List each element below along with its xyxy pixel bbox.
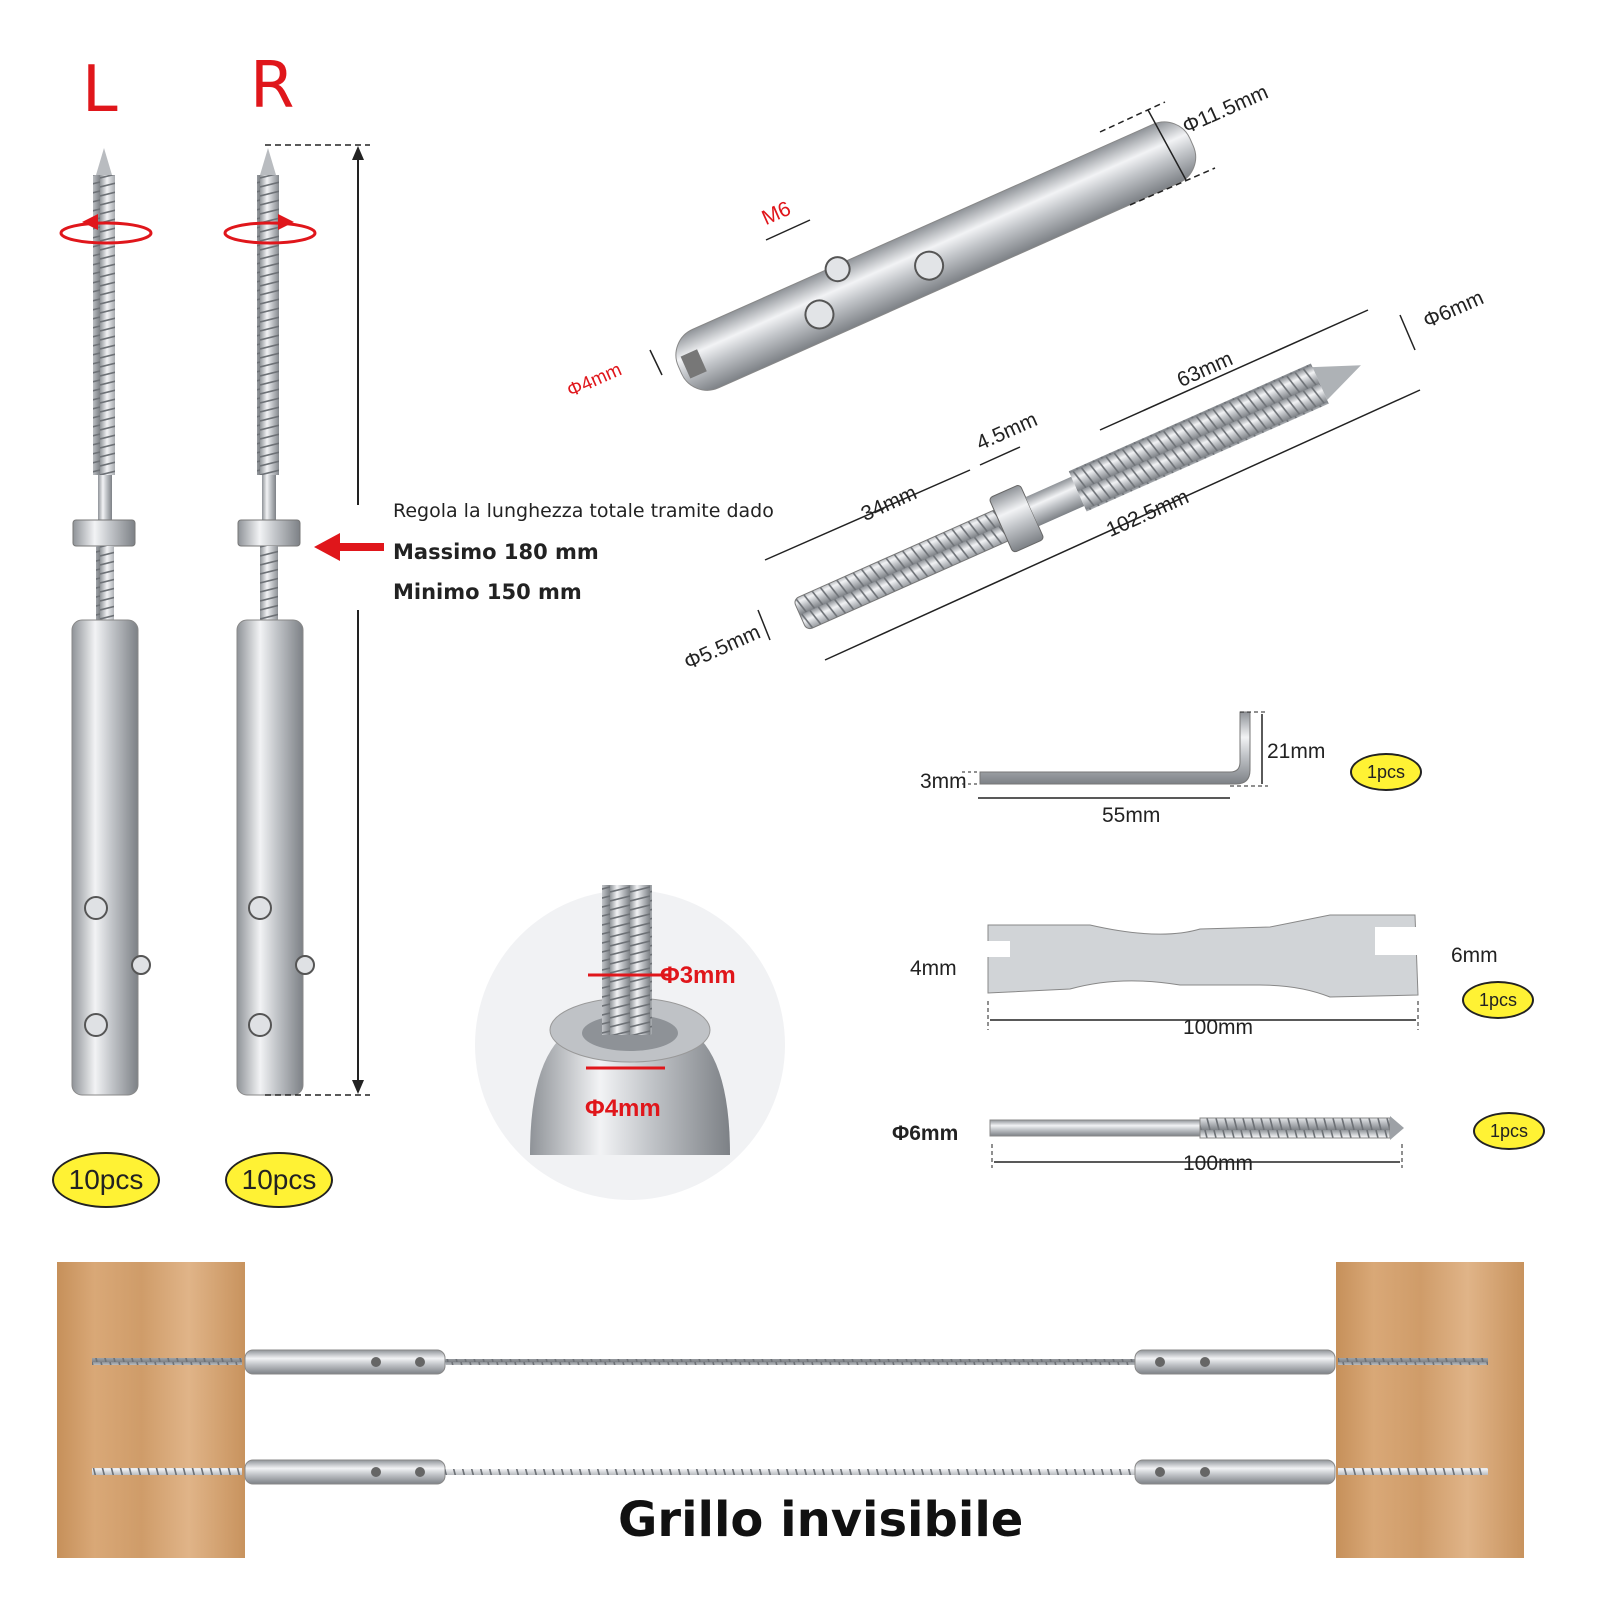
hex-key-quantity-badge: 1pcs <box>1350 753 1422 791</box>
left-label: L <box>82 53 118 127</box>
right-quantity-badge: 10pcs <box>225 1152 333 1208</box>
left-turnbuckle <box>59 148 153 1096</box>
bottom-title: Grillo invisibile <box>618 1492 1024 1548</box>
drill-diameter: Φ6mm <box>892 1122 959 1145</box>
upper-cable-assembly <box>92 1349 1488 1375</box>
barrel-illustration <box>649 101 1216 391</box>
wrench-slot-large: 6mm <box>1451 944 1498 967</box>
wrench-slot-small: 4mm <box>910 957 957 980</box>
lag-screw-illustration <box>757 309 1421 661</box>
hex-key-height: 21mm <box>1267 740 1326 763</box>
drill-quantity-badge: 1pcs <box>1473 1112 1545 1150</box>
hex-key-illustration <box>962 711 1268 799</box>
adjust-note-text: Regola la lunghezza totale tramite dado <box>393 500 774 522</box>
drill-length: 100mm <box>1183 1152 1254 1175</box>
wrench-quantity-badge: 1pcs <box>1462 981 1534 1019</box>
right-wood-post <box>1336 1262 1524 1558</box>
hex-key-length: 55mm <box>1102 804 1161 827</box>
wrench-length: 100mm <box>1183 1016 1254 1039</box>
right-turnbuckle <box>223 148 317 1096</box>
cable-detail-illustration <box>475 885 785 1200</box>
lower-cable-assembly <box>92 1459 1488 1485</box>
drill-bit-illustration <box>989 1116 1404 1168</box>
left-wood-post <box>57 1262 245 1558</box>
overall-length-dimension <box>265 144 370 1096</box>
right-label: R <box>250 49 295 123</box>
turnbuckle-pair-illustration <box>59 144 384 1096</box>
wrench-illustration <box>980 914 1419 1030</box>
cable-diameter-label: Φ3mm <box>660 962 736 989</box>
cable-railing-illustration <box>92 1349 1488 1485</box>
left-quantity-badge: 10pcs <box>52 1152 160 1208</box>
nut-pointer-arrow <box>314 533 384 561</box>
max-length-text: Massimo 180 mm <box>393 540 599 564</box>
hex-key-thickness: 3mm <box>920 770 967 793</box>
min-length-text: Minimo 150 mm <box>393 580 582 604</box>
fitting-hole-diameter-label: Φ4mm <box>585 1095 661 1122</box>
